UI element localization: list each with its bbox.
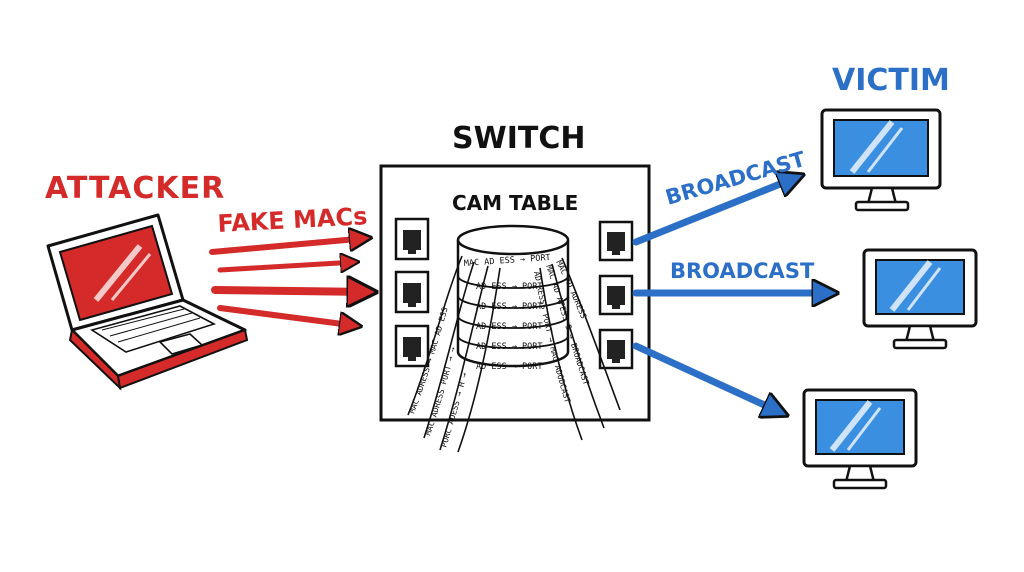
victim-monitor-icon <box>820 108 942 212</box>
red-arrow-3 <box>211 290 372 292</box>
cam-row: AD ESS → PORT <box>476 362 543 372</box>
red-arrow-2 <box>217 262 356 270</box>
ethernet-port-icon <box>394 217 430 261</box>
ethernet-port-icon <box>598 274 634 316</box>
cam-row: AD ESS → PORT <box>476 282 543 292</box>
fake-macs-label: FAKE MACs <box>217 202 368 238</box>
fake-mac-arrows <box>209 238 372 326</box>
red-arrow-1 <box>209 238 368 255</box>
cam-rows: MAC AD ESS → PORT AD ESS → PORT AD ESS →… <box>464 253 551 372</box>
blue-arrow-bottom <box>632 342 784 414</box>
victim-label: VICTIM <box>832 63 950 98</box>
broadcast-arrows <box>632 176 834 414</box>
right-ports <box>598 220 634 370</box>
cam-row: AD ESS → PORT <box>476 302 543 312</box>
red-arrow-4 <box>217 305 358 326</box>
ethernet-port-icon <box>394 270 430 314</box>
broadcast-label-middle: BROADCAST <box>670 259 815 283</box>
switch-label: SWITCH <box>452 121 585 156</box>
ethernet-port-icon <box>394 324 430 368</box>
left-ports <box>394 217 430 368</box>
cam-table-label: CAM TABLE <box>452 191 578 215</box>
ethernet-port-icon <box>598 220 634 262</box>
victim-monitor-icon <box>802 388 918 490</box>
ethernet-port-icon <box>598 328 634 370</box>
cam-row: AD ESS → PORT <box>476 322 543 332</box>
victim-monitor-icon <box>862 248 978 350</box>
attacker-laptop-icon <box>46 213 249 391</box>
cam-row: AD ESS → PORT <box>476 342 543 352</box>
attacker-label: ATTACKER <box>45 171 225 206</box>
blue-arrow-top <box>632 176 800 246</box>
overflow-streams <box>407 255 621 453</box>
